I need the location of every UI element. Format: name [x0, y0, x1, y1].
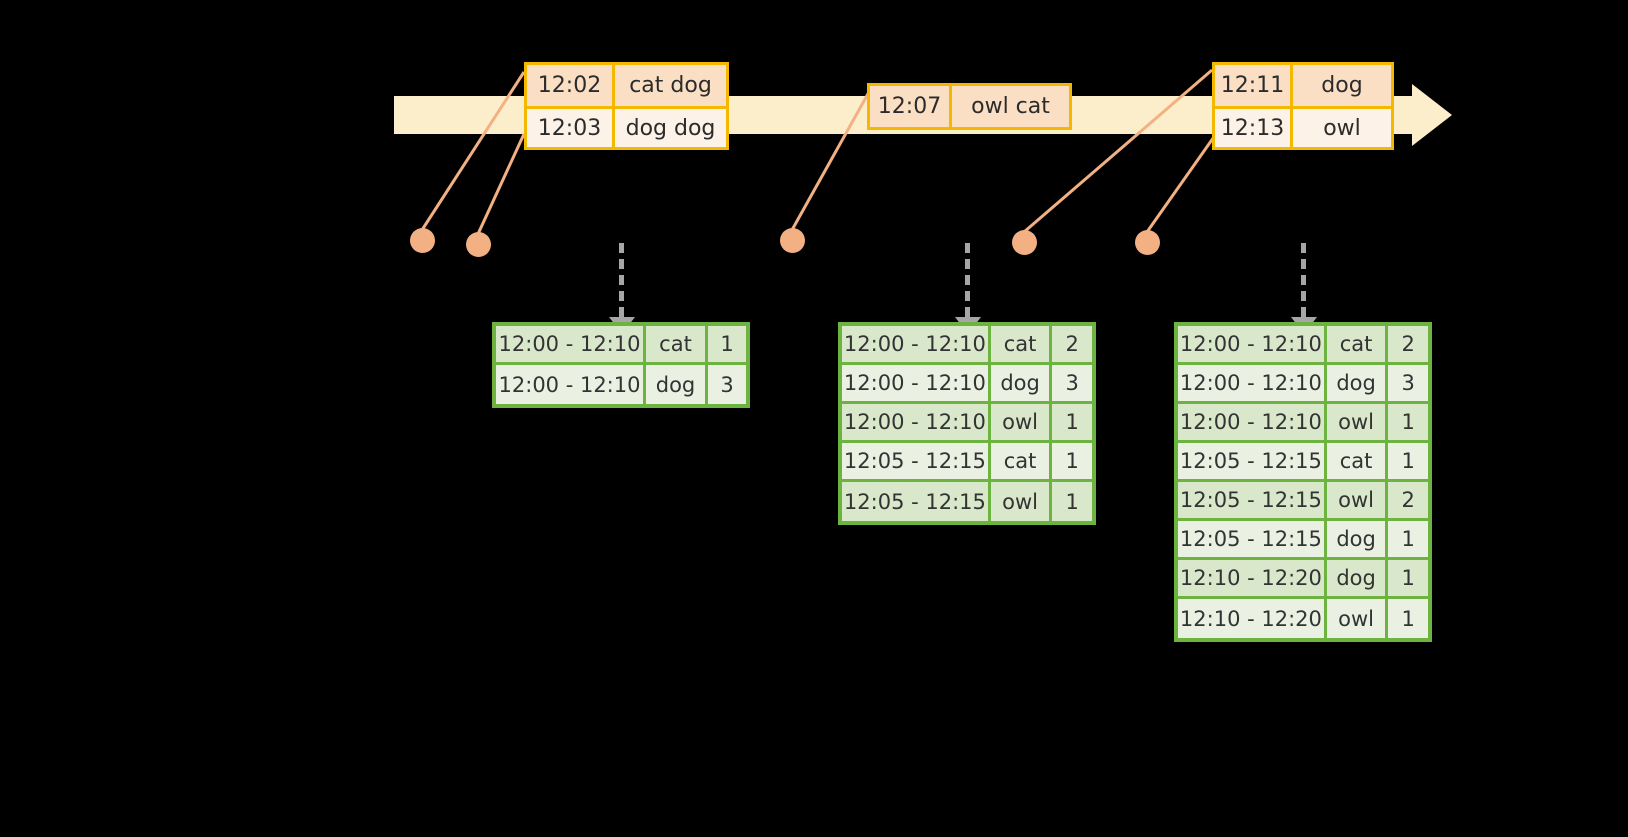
event-words: dog dog: [625, 115, 716, 141]
event-words: owl cat: [971, 94, 1050, 119]
event-time: 12:13: [1215, 109, 1293, 147]
connector-dot-5: [1135, 230, 1160, 255]
event-row: 12:02 cat dog: [527, 65, 726, 106]
word-cell: cat: [990, 443, 1053, 482]
word-cell: owl: [1326, 404, 1389, 443]
arrow-shaft: [965, 243, 970, 317]
count-cell: 1: [1388, 404, 1428, 443]
connector-dot-4: [1012, 230, 1037, 255]
word-cell: dog: [1326, 560, 1389, 599]
window-cell: 12:05 - 12:15: [1178, 443, 1327, 482]
word-cell: owl: [990, 404, 1053, 443]
window-cell: 12:05 - 12:15: [1178, 521, 1327, 560]
timeline-arrowhead-icon: [1412, 84, 1452, 146]
count-cell: 2: [1388, 326, 1428, 365]
event-row: 12:13 owl: [1215, 106, 1391, 147]
window-cell: 12:00 - 12:10: [1178, 404, 1327, 443]
window-cell: 12:00 - 12:10: [496, 326, 646, 365]
word-cell: dog: [990, 365, 1053, 404]
event-box-2[interactable]: 12:07 owl cat: [867, 83, 1072, 130]
connector-dot-3: [780, 228, 805, 253]
count-cell: 3: [1388, 365, 1428, 404]
count-cell: 3: [1052, 365, 1092, 404]
flow-arrow-1: [609, 243, 635, 334]
window-cell: 12:00 - 12:10: [842, 404, 991, 443]
event-time: 12:02: [527, 65, 615, 106]
word-cell: cat: [1326, 443, 1389, 482]
count-cell: 1: [1388, 521, 1428, 560]
count-cell: 1: [1388, 560, 1428, 599]
count-cell: 1: [708, 326, 746, 365]
connector-dot-1: [410, 228, 435, 253]
count-cell: 1: [1401, 606, 1415, 631]
word-cell: owl: [1326, 482, 1389, 521]
word-cell: dog: [646, 365, 708, 404]
event-box-1[interactable]: 12:02 cat dog 12:03 dog dog: [524, 62, 729, 150]
count-cell: 1: [1052, 443, 1092, 482]
window-cell: 12:05 - 12:15: [842, 443, 991, 482]
event-row: 12:11 dog: [1215, 65, 1391, 106]
event-words: owl: [1323, 115, 1361, 141]
count-cell: 1: [1388, 443, 1428, 482]
count-cell: 1: [1052, 404, 1092, 443]
word-cell: cat: [1326, 326, 1389, 365]
word-cell: owl: [1327, 599, 1389, 638]
event-time: 12:03: [527, 109, 615, 147]
connector-line-2: [476, 133, 526, 235]
count-cell: 3: [720, 372, 734, 397]
event-time: 12:07: [870, 86, 952, 127]
count-cell: 2: [1052, 326, 1092, 365]
word-cell: cat: [990, 326, 1053, 365]
window-cell: 12:05 - 12:15: [1178, 482, 1327, 521]
window-cell: 12:10 - 12:20: [1178, 560, 1327, 599]
window-cell: 12:10 - 12:20: [1178, 599, 1327, 638]
flow-arrow-3: [1291, 243, 1317, 334]
window-cell: 12:00 - 12:10: [496, 365, 646, 404]
event-words: dog: [1321, 73, 1363, 98]
count-cell: 2: [1388, 482, 1428, 521]
event-words: cat dog: [629, 73, 712, 98]
word-cell: dog: [1326, 521, 1389, 560]
window-cell: 12:00 - 12:10: [1178, 326, 1327, 365]
window-cell: 12:00 - 12:10: [842, 365, 991, 404]
event-row: 12:07 owl cat: [870, 86, 1069, 127]
window-cell: 12:00 - 12:10: [842, 326, 991, 365]
count-cell: 1: [1065, 489, 1079, 514]
word-cell: dog: [1326, 365, 1389, 404]
event-time: 12:11: [1215, 65, 1293, 106]
word-cell: cat: [646, 326, 708, 365]
window-cell: 12:05 - 12:15: [842, 482, 991, 521]
arrow-shaft: [619, 243, 624, 317]
event-row: 12:03 dog dog: [527, 106, 726, 147]
arrow-shaft: [1301, 243, 1306, 317]
event-box-3[interactable]: 12:11 dog 12:13 owl: [1212, 62, 1394, 150]
flow-arrow-2: [955, 243, 981, 334]
word-cell: owl: [991, 482, 1053, 521]
connector-dot-2: [466, 232, 491, 257]
window-cell: 12:00 - 12:10: [1178, 365, 1327, 404]
connector-line-5: [1145, 133, 1218, 233]
